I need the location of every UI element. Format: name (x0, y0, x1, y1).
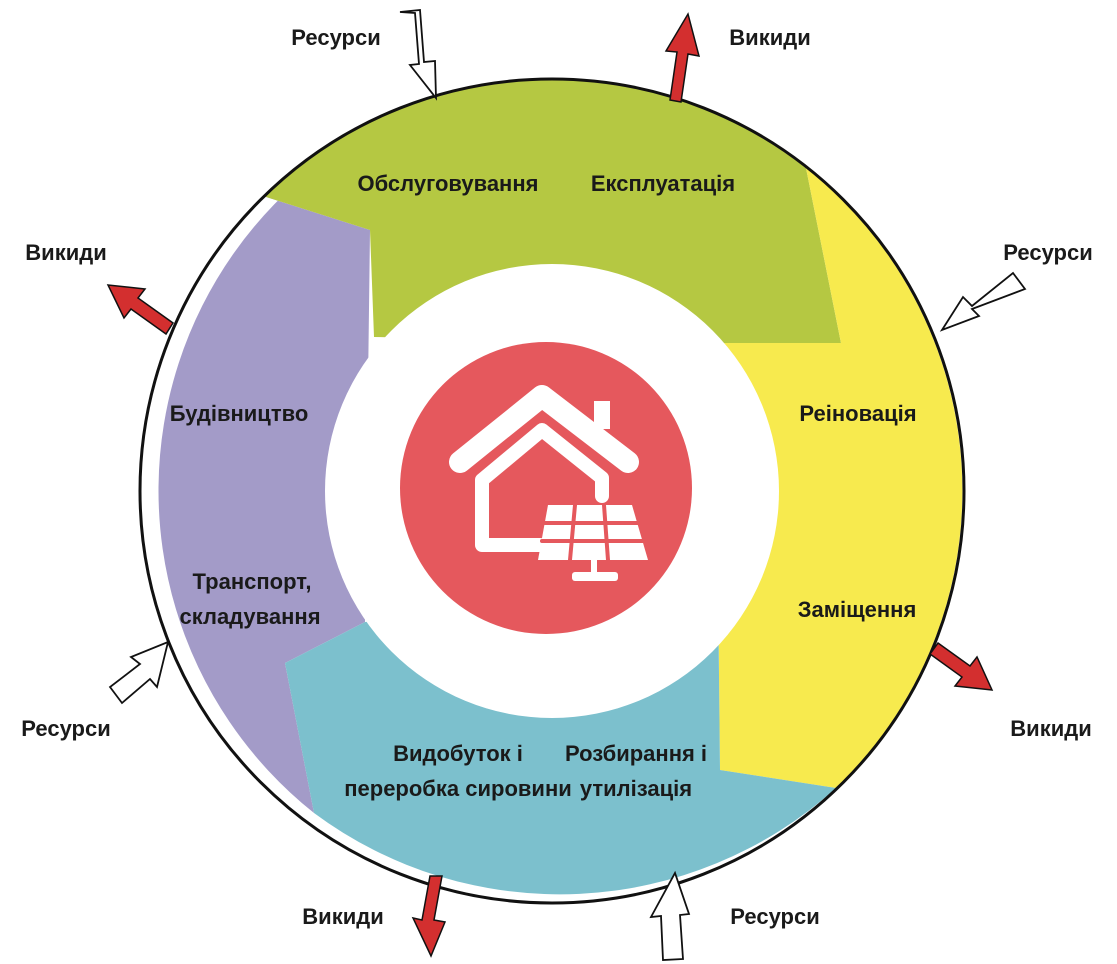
emissions-label-right: Викиди (1010, 716, 1091, 741)
stage-transport-label-line1: Транспорт, (193, 569, 312, 594)
stage-maintenance-label: Обслуговування (358, 171, 539, 196)
maintenance-segment (263, 79, 841, 343)
stage-renovation-label: Реіновація (799, 401, 916, 426)
resources-label-top: Ресурси (291, 25, 380, 50)
stage-dismantling-label-line1: Розбирання і (565, 741, 707, 766)
resource-arrow-top (399, 9, 437, 101)
resources-label-right: Ресурси (1003, 240, 1092, 265)
stage-extraction-label-line1: Видобуток і (393, 741, 523, 766)
resources-label-bottom: Ресурси (730, 904, 819, 929)
stage-operation-label: Експлуатація (591, 171, 735, 196)
resource-arrow-left (108, 640, 170, 705)
resource-arrow-bottom (649, 870, 691, 961)
emission-arrow-right (928, 641, 994, 691)
stage-construction-label: Будівництво (170, 401, 309, 426)
renovation-segment (715, 168, 963, 788)
stage-extraction-label-line2: переробка сировини (344, 776, 572, 801)
stage-replacement-label: Заміщення (798, 597, 917, 622)
emission-arrow-left (106, 284, 175, 336)
emissions-label-top: Викиди (729, 25, 810, 50)
outer-ring-outline (138, 77, 966, 905)
resource-arrow-right (939, 271, 1027, 332)
emission-arrow-bottom (411, 875, 447, 958)
emissions-label-bottom: Викиди (302, 904, 383, 929)
center-circle (400, 342, 692, 634)
stage-dismantling-label-line2: утилізація (580, 776, 692, 801)
emissions-label-left: Викиди (25, 240, 106, 265)
emission-arrow-top (664, 12, 701, 103)
house-with-solar-panel-icon (449, 385, 648, 581)
stage-transport-label-line2: складування (179, 604, 320, 629)
resources-label-left: Ресурси (21, 716, 110, 741)
